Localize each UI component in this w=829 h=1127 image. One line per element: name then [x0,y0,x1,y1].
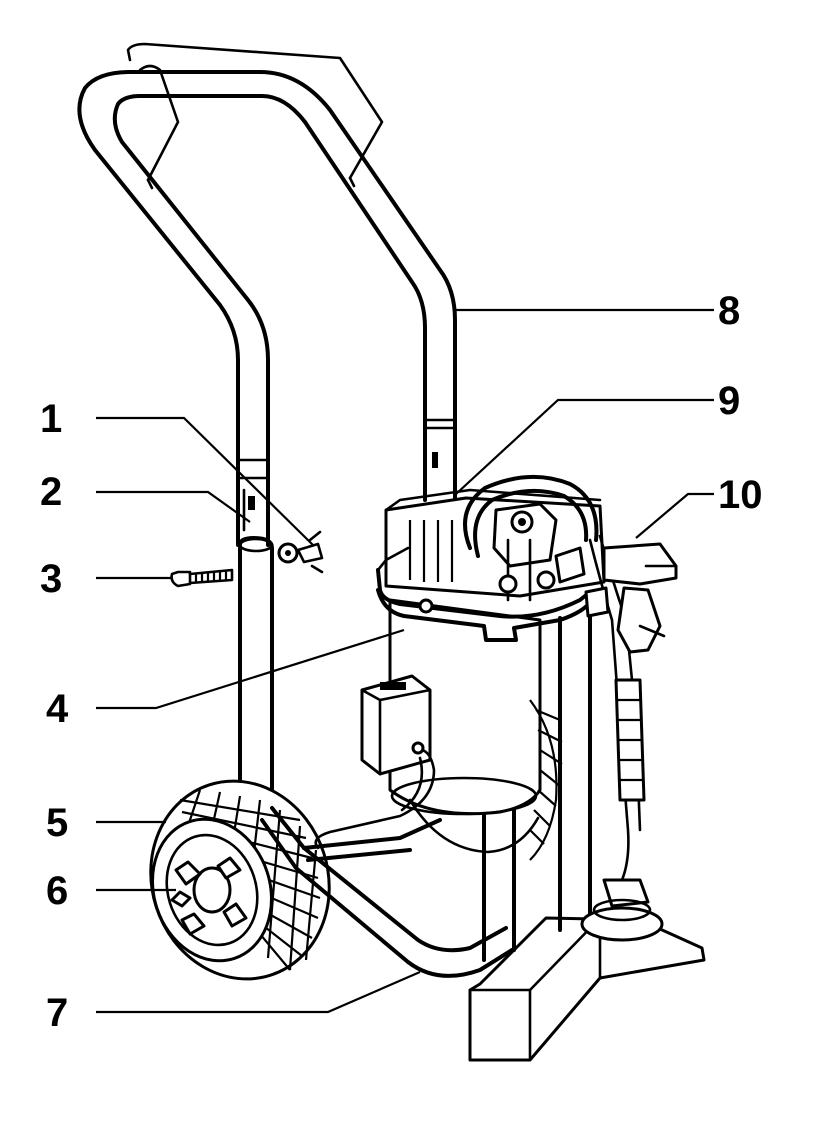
callout-5: 5 [46,801,68,845]
leader-4 [96,628,405,710]
base-frame [260,608,706,1062]
wheel [149,779,331,981]
callout-3: 3 [40,557,62,601]
callout-labels: 1 2 3 4 5 6 7 8 9 10 [40,289,763,1035]
callout-7: 7 [46,991,68,1035]
leader-10 [635,492,714,539]
callout-10: 10 [718,473,763,517]
callout-6: 6 [46,869,68,913]
callout-4: 4 [46,687,69,731]
callout-9: 9 [718,379,740,423]
leader-7 [96,970,421,1014]
leader-2 [96,490,251,523]
pump-guard [376,546,594,642]
pressure-manifold [580,542,678,942]
cart-handle [77,42,457,547]
callout-2: 2 [40,470,62,514]
callout-8: 8 [718,289,740,333]
leader-1 [96,416,315,547]
cart-lower-tube [238,536,274,812]
callout-1: 1 [40,397,62,441]
leader-9 [455,398,714,495]
hose-assembly [463,474,642,882]
clamp-assembly [242,488,324,574]
leader-lines [96,308,714,1014]
bolt [170,568,234,588]
